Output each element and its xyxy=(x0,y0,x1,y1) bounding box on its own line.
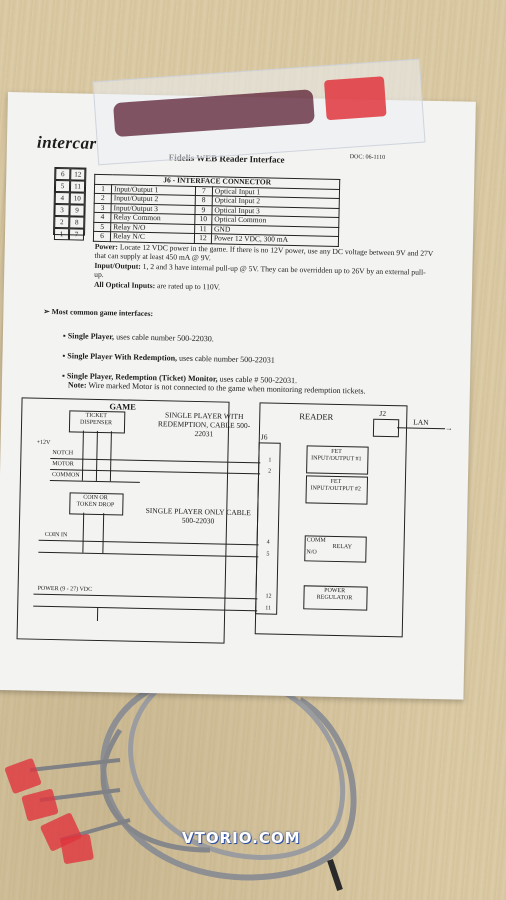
connector-pins-cluster xyxy=(113,89,315,138)
pin-number: 12 xyxy=(194,233,212,244)
j6-pin: 11 xyxy=(265,605,272,612)
note-text: Wire marked Motor is not connected to th… xyxy=(88,380,366,396)
j6-label: J6 xyxy=(260,432,268,442)
pin-number: 4 xyxy=(93,212,111,223)
coin-in-label: COIN IN xyxy=(44,531,68,539)
comm-label: COMM xyxy=(306,537,326,544)
pin-number: 10 xyxy=(194,214,212,225)
ticket-dispenser-label: TICKET DISPENSER xyxy=(80,412,113,427)
bullet-bold: Single Player With Redemption, xyxy=(67,351,178,363)
bullet-text: uses cable number 500-22030. xyxy=(116,332,214,344)
fet2-label: FET INPUT/OUTPUT #2 xyxy=(310,478,362,493)
pin-number: 8 xyxy=(195,195,213,206)
power-label: Power: xyxy=(94,241,119,252)
wiring-diagram: GAME READER J2 LAN → J6 TICKET DISPENSER… xyxy=(16,397,464,648)
pin-number: 6 xyxy=(93,231,111,242)
arrow-right-icon: → xyxy=(444,423,453,433)
relay-label: RELAY xyxy=(332,543,353,551)
pin-label: 2 xyxy=(54,215,70,229)
j6-pin: 12 xyxy=(265,593,272,600)
pin-label: 9 xyxy=(69,204,85,217)
power-input-label: POWER (9 - 27) VDC xyxy=(37,585,93,593)
j6-pin: 4 xyxy=(266,539,270,546)
motor-label: MOTOR xyxy=(52,461,74,468)
common-label: COMMON xyxy=(51,472,80,479)
j6-pin: 1 xyxy=(268,457,272,464)
bullet-text: uses cable number 500-22031 xyxy=(179,353,275,365)
notch-label: NOTCH xyxy=(52,450,74,457)
interface-bullet: ▪ Single Player, uses cable number 500-2… xyxy=(62,331,214,344)
j2-port xyxy=(372,418,400,438)
v12-label: +12V xyxy=(36,439,51,446)
pin-number: 2 xyxy=(94,193,112,204)
instruction-sheet: intercar Fidelis WEB Reader Interface DO… xyxy=(0,92,476,700)
red-connector xyxy=(59,833,95,865)
lan-label: LAN xyxy=(413,417,429,427)
optical-text: are rated up to 110V. xyxy=(156,281,221,292)
j2-label: J2 xyxy=(379,408,387,418)
power-regulator-label: POWER REGULATOR xyxy=(316,587,353,602)
note-label: Note: xyxy=(67,380,87,390)
pin-label: 1 xyxy=(53,227,70,241)
pin-label: 12 xyxy=(70,168,86,181)
optical-label: All Optical Inputs: xyxy=(93,279,156,291)
pin-label: 10 xyxy=(69,192,85,205)
watermark: VTORIO.COM xyxy=(182,829,301,847)
pin-function: Relay N/C xyxy=(110,231,195,243)
bullet-bold: Single Player, xyxy=(67,331,115,342)
j6-pin: 5 xyxy=(266,551,270,558)
pin-label: 5 xyxy=(54,180,71,193)
interface-bullet: ▪ Single Player, Redemption (Ticket) Mon… xyxy=(61,371,366,396)
pin-label: 4 xyxy=(54,192,70,205)
no-label: N/O xyxy=(306,549,317,556)
brand-logo: intercar xyxy=(36,132,97,153)
pin-label: 8 xyxy=(69,216,85,229)
fet1-label: FET INPUT/OUTPUT #1 xyxy=(311,448,362,463)
common-interfaces-text: Most common game interfaces: xyxy=(51,306,154,319)
pin-label: 7 xyxy=(68,228,85,241)
connector-pin-grid: 6 12 5 11 4 10 3 9 2 8 1 7 xyxy=(53,166,87,241)
common-interfaces-heading: ➢ Most common game interfaces: xyxy=(43,306,154,319)
power-text: Locate 12 VDC power in the game. If ther… xyxy=(94,242,434,263)
j6-pin: 2 xyxy=(268,468,272,475)
coin-drop-label: COIN OR TOKEN DROP xyxy=(76,494,115,509)
cable-redemption-label: SINGLE PLAYER WITH REDEMPTION, CABLE 500… xyxy=(157,410,251,439)
pin-label: 3 xyxy=(54,204,70,217)
cable-single-label: SINGLE PLAYER ONLY CABLE 500-22030 xyxy=(145,505,251,526)
red-terminal-cluster xyxy=(323,76,387,121)
interface-bullet: ▪ Single Player With Redemption, uses ca… xyxy=(62,351,275,365)
document-number: DOC: 06-1110 xyxy=(349,154,386,161)
pin-label: 11 xyxy=(69,180,86,193)
reader-label: READER xyxy=(299,411,334,422)
pin-label: 6 xyxy=(55,168,71,181)
game-label: GAME xyxy=(109,401,136,412)
